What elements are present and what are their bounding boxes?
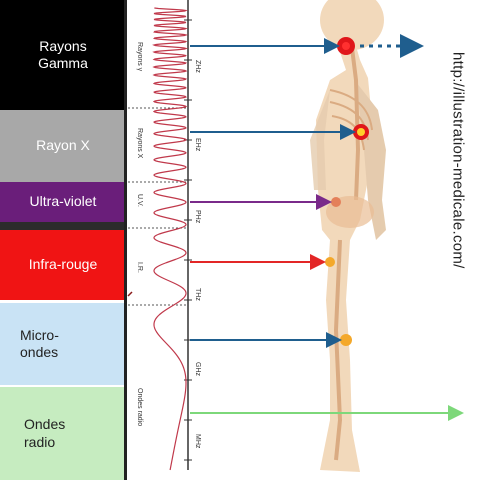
gamma-hit-spot xyxy=(337,37,355,55)
micro-hit-spot xyxy=(340,334,352,346)
band-label-gamma: Rayons γ xyxy=(136,42,143,72)
band-xray: Rayon X xyxy=(0,110,126,182)
spectrum-border xyxy=(124,0,127,480)
website-url: http://illustration-medicale.com/ xyxy=(449,52,467,269)
band-uv: Ultra-violet xyxy=(0,182,126,222)
ir-hit-spot xyxy=(325,257,335,267)
ir-edge-mark xyxy=(127,291,133,297)
band-ir: Infra-rouge xyxy=(0,230,126,300)
unit-zhz: ZHz xyxy=(194,60,201,73)
band-label-uv: U.V. xyxy=(136,194,143,207)
band-gamma-line1: Rayons xyxy=(39,37,87,54)
band-gamma: Rayons Gamma xyxy=(0,0,126,110)
xray-hit-spot xyxy=(353,124,369,140)
uv-hit-spot xyxy=(331,197,341,207)
band-radio: Ondes radio xyxy=(0,387,126,480)
band-ir-label: Infra-rouge xyxy=(28,256,98,273)
band-xray-label: Rayon X xyxy=(36,137,90,154)
unit-mhz: MHz xyxy=(194,434,201,449)
band-micro-line1: Micro- xyxy=(20,326,59,343)
human-body-figure xyxy=(310,0,386,472)
band-gamma-line2: Gamma xyxy=(38,55,88,71)
unit-ghz: GHz xyxy=(194,362,201,377)
unit-thz: THz xyxy=(194,288,201,301)
band-radio-line1: Ondes xyxy=(24,416,66,432)
band-label-radio: Ondes radio xyxy=(136,388,143,426)
band-micro: Micro- ondes xyxy=(0,303,126,385)
band-label-xray: Rayons X xyxy=(136,128,143,159)
unit-phz: PHz xyxy=(194,210,201,224)
band-micro-line2: ondes xyxy=(20,344,59,360)
unit-ehz: EHz xyxy=(194,138,201,152)
band-radio-line2: radio xyxy=(24,433,56,450)
band-label-ir: I.R. xyxy=(136,262,143,273)
band-uv-label: Ultra-violet xyxy=(29,193,97,210)
band-gap-strip xyxy=(0,222,126,230)
frequency-wave xyxy=(152,7,189,471)
